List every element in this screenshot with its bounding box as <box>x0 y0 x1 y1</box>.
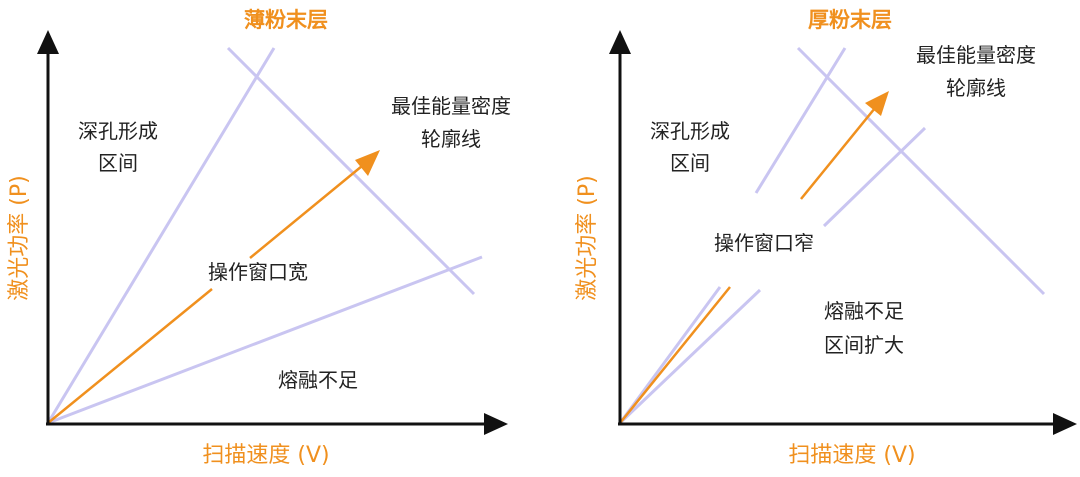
panel-title: 厚粉末层 <box>808 8 892 32</box>
arrow-head <box>355 150 380 176</box>
y-axis-arrowhead <box>37 30 59 54</box>
deep-hole-label-line2: 区间 <box>98 151 138 175</box>
energy-density-contour-line <box>226 46 476 296</box>
deep-hole-label-line1: 深孔形成 <box>650 119 730 143</box>
panel-thick-powder: 厚粉末层 扫描速度 (V) 激光功率 (P) 深孔形成 区间 最佳能量密度 轮廓… <box>575 8 1077 468</box>
panel-title: 薄粉末层 <box>244 8 328 32</box>
y-axis-arrowhead <box>609 30 631 54</box>
lack-of-fusion-boundary-line-upper <box>822 126 927 228</box>
y-axis-label: 激光功率 (P) <box>575 175 600 300</box>
energy-contour-label-line1: 最佳能量密度 <box>391 94 511 118</box>
arrow-head <box>865 91 889 116</box>
process-window-label: 操作窗口宽 <box>208 260 308 284</box>
lack-of-fusion-label: 熔融不足 <box>278 368 358 392</box>
deep-hole-label-line2: 区间 <box>670 151 710 175</box>
energy-contour-label-line2: 轮廓线 <box>421 127 481 151</box>
x-axis-arrowhead <box>484 413 508 435</box>
lack-of-fusion-label-line2: 区间扩大 <box>824 333 904 357</box>
energy-density-contour-line <box>796 46 1046 296</box>
process-window-label: 操作窗口窄 <box>714 231 814 255</box>
energy-contour-label-line1: 最佳能量密度 <box>916 43 1036 67</box>
x-axis-label: 扫描速度 (V) <box>202 443 329 468</box>
x-axis-arrowhead <box>1053 413 1077 435</box>
deep-hole-boundary-line-lower <box>618 286 722 424</box>
energy-contour-label-line2: 轮廓线 <box>946 76 1006 100</box>
arrow-segment-upper <box>800 107 876 200</box>
lack-of-fusion-boundary-line-lower <box>618 288 762 425</box>
arrow-segment-lower <box>47 288 213 424</box>
lack-of-fusion-boundary-line <box>47 255 483 425</box>
arrow-segment-upper <box>249 165 363 259</box>
lack-of-fusion-label-line1: 熔融不足 <box>824 299 904 323</box>
deep-hole-boundary-line-upper <box>754 47 847 194</box>
x-axis-label: 扫描速度 (V) <box>788 443 915 468</box>
deep-hole-label-line1: 深孔形成 <box>78 119 158 143</box>
deep-hole-boundary-line <box>46 47 276 424</box>
panel-thin-powder: 薄粉末层 扫描速度 (V) 激光功率 (P) 深孔形成 区间 最佳能量密度 轮廓… <box>7 8 511 468</box>
y-axis-label: 激光功率 (P) <box>7 175 32 300</box>
arrow-segment-lower <box>619 286 731 424</box>
